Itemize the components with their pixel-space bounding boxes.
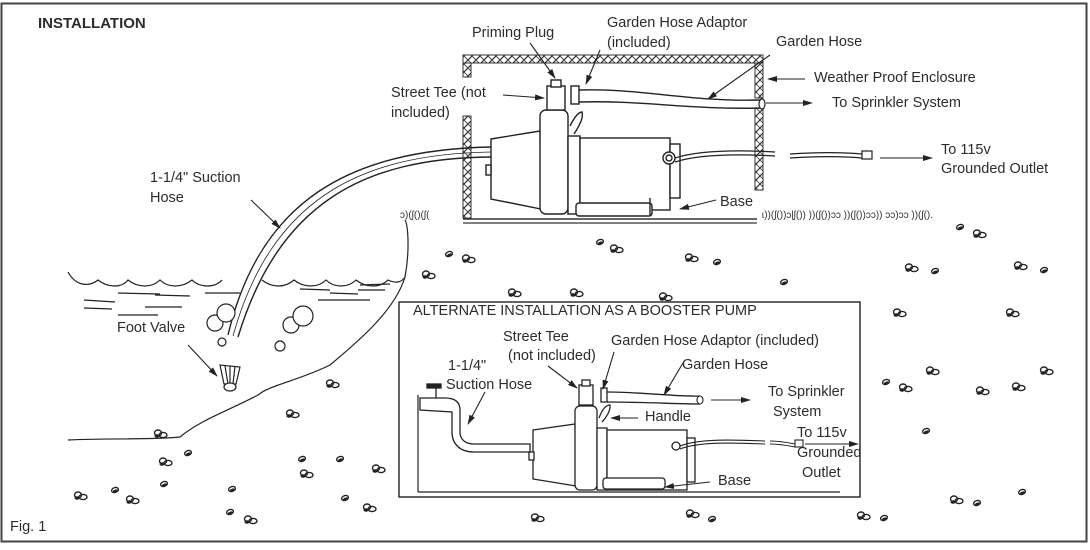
alt-label-to-sprinkler-1: To Sprinkler (768, 384, 845, 400)
label-base: Base (720, 194, 754, 210)
grass-right: ɩ))(ʃ())ɔɭʃ()) ))(ʃ())ɔɔ ))(ʃ())ɔɔ)) ɔɔ)… (762, 210, 933, 221)
alt-label-to-outlet-1: To 115v (797, 425, 847, 441)
alt-label-to-sprinkler-2: System (773, 404, 822, 420)
label-suction-hose-2: Hose (150, 190, 184, 206)
alt-label-suction-hose-2: Suction Hose (446, 377, 533, 393)
label-to-outlet-2: Grounded Outlet (941, 161, 1049, 177)
figure-caption: Fig. 1 (10, 519, 47, 535)
main-garden-hose (578, 89, 761, 101)
alt-label-base: Base (718, 473, 752, 489)
alt-label-garden-hose-adaptor: Garden Hose Adaptor (included) (611, 333, 819, 349)
alternate-title: ALTERNATE INSTALLATION AS A BOOSTER PUMP (413, 303, 757, 319)
label-foot-valve: Foot Valve (117, 320, 186, 336)
booster-garden-hose (606, 391, 701, 397)
booster-leader-lines (467, 351, 859, 489)
foot-valve (219, 364, 241, 392)
label-to-sprinkler-system: To Sprinkler System (832, 95, 961, 111)
weather-proof-enclosure (462, 54, 764, 224)
label-garden-hose: Garden Hose (776, 34, 863, 50)
label-to-outlet-1: To 115v (941, 142, 991, 158)
alt-label-to-outlet-2: Grounded (797, 445, 862, 461)
alt-label-handle: Handle (645, 409, 691, 425)
grass-left: ↄ)(ʃ()(ʃ( (400, 210, 430, 221)
label-weather-proof-enclosure: Weather Proof Enclosure (814, 70, 976, 86)
alt-label-garden-hose: Garden Hose (682, 357, 769, 373)
alt-label-to-outlet-3: Outlet (802, 465, 841, 481)
main-leader-lines (187, 42, 933, 377)
power-plug (861, 150, 873, 160)
label-garden-hose-adaptor-1: Garden Hose Adaptor (607, 15, 748, 31)
suction-hose (227, 146, 492, 336)
main-pump (485, 79, 681, 217)
label-garden-hose-adaptor-2: (included) (607, 35, 671, 51)
alt-label-suction-hose-1: 1-1/4" (448, 358, 487, 374)
alt-label-street-tee-2: (not included) (508, 348, 596, 364)
main-power-cord (674, 150, 776, 159)
faucet (419, 383, 531, 453)
booster-power-cord (679, 439, 766, 450)
water-and-ground (67, 219, 409, 441)
air-bubbles (206, 303, 314, 352)
label-street-tee-2: included) (391, 105, 450, 121)
label-priming-plug: Priming Plug (472, 25, 555, 41)
alt-label-street-tee-1: Street Tee (503, 329, 569, 345)
figure-title: INSTALLATION (38, 15, 146, 32)
label-suction-hose-1: 1-1/4" Suction (150, 170, 241, 186)
label-street-tee-1: Street Tee (not (391, 85, 486, 101)
